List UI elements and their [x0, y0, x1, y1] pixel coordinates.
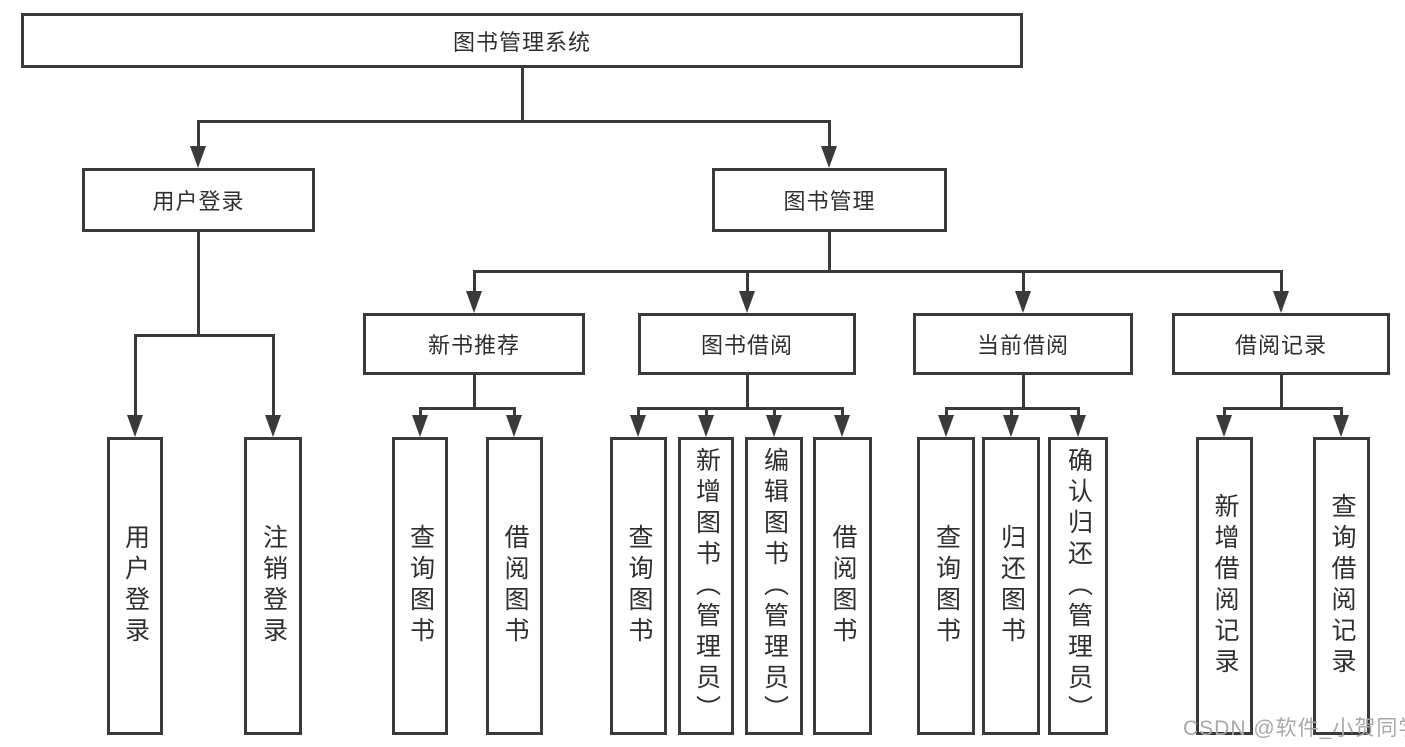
- leaf-newbooks-borrow-books: 借阅图书: [486, 437, 543, 735]
- watermark: CSDN @软件_小贺同学: [1183, 717, 1405, 740]
- arrowhead-down: [630, 415, 646, 437]
- arrowhead-down: [1273, 291, 1289, 313]
- arrowhead-down: [698, 415, 714, 437]
- leaf-borrow-add-books-admin-label: 新增图书（管理员）: [692, 446, 721, 726]
- leaf-borrow-add-books-admin: 新增图书（管理员）: [678, 437, 734, 735]
- leaf-records-query-borrow-record: 查询借阅记录: [1313, 437, 1370, 735]
- connector-line: [1223, 407, 1343, 410]
- leaf-user-login: 用户登录: [107, 437, 163, 735]
- connector-line: [473, 270, 476, 294]
- arrowhead-down: [834, 415, 850, 437]
- leaf-records-add-borrow-record: 新增借阅记录: [1196, 437, 1253, 735]
- connector-line: [134, 334, 137, 418]
- connector-line: [419, 407, 422, 419]
- connector-line: [1280, 373, 1283, 409]
- node-current-borrow: 当前借阅: [913, 313, 1133, 375]
- arrowhead-down: [739, 291, 755, 313]
- node-book-borrow: 图书借阅: [638, 313, 856, 375]
- connector-line: [1010, 407, 1013, 419]
- arrowhead-down: [127, 415, 143, 437]
- node-new-book-recommend: 新书推荐: [363, 313, 585, 375]
- arrowhead-down: [1003, 415, 1019, 437]
- arrowhead-down: [265, 415, 281, 437]
- node-user-login-label: 用户登录: [152, 189, 245, 214]
- leaf-borrow-query-books-label: 查询图书: [625, 524, 653, 648]
- connector-line: [1022, 373, 1025, 409]
- connector-line: [521, 66, 524, 122]
- arrowhead-down: [1070, 415, 1086, 437]
- connector-line: [637, 407, 640, 419]
- leaf-logout-login: 注销登录: [244, 437, 302, 735]
- connector-line: [1022, 270, 1025, 294]
- node-root-label: 图书管理系统: [452, 29, 591, 55]
- connector-line: [828, 120, 831, 148]
- connector-line: [419, 407, 516, 410]
- connector-line: [1340, 407, 1343, 419]
- leaf-current-query-books-label: 查询图书: [932, 524, 961, 648]
- node-book-management-label: 图书管理: [783, 189, 876, 214]
- leaf-newbooks-borrow-books-label: 借阅图书: [501, 524, 529, 648]
- node-book-management: 图书管理: [712, 168, 947, 232]
- arrowhead-down: [466, 291, 482, 313]
- connector-line: [773, 407, 776, 419]
- leaf-newbooks-query-books-label: 查询图书: [406, 524, 435, 648]
- connector-line: [1077, 407, 1080, 419]
- arrowhead-down: [821, 146, 837, 168]
- node-borrow-records-label: 借阅记录: [1234, 333, 1327, 358]
- leaf-user-login-label: 用户登录: [121, 524, 150, 648]
- arrowhead-down: [1015, 291, 1031, 313]
- connector-line: [197, 120, 200, 148]
- node-borrow-records: 借阅记录: [1172, 313, 1390, 375]
- connector-line: [705, 407, 708, 419]
- connector-line: [272, 334, 275, 418]
- connector-line: [746, 270, 749, 294]
- node-current-borrow-label: 当前借阅: [976, 333, 1069, 358]
- leaf-current-confirm-return-admin-label: 确认归还（管理员）: [1064, 446, 1093, 726]
- leaf-borrow-borrow-books-label: 借阅图书: [829, 524, 857, 648]
- connector-line: [473, 270, 1282, 273]
- leaf-newbooks-query-books: 查询图书: [392, 437, 448, 735]
- connector-line: [746, 373, 749, 409]
- connector-line: [945, 407, 948, 419]
- connector-line: [1280, 270, 1283, 294]
- leaf-records-query-borrow-record-label: 查询借阅记录: [1328, 493, 1356, 679]
- leaf-current-confirm-return-admin: 确认归还（管理员）: [1048, 437, 1108, 735]
- connector-line: [513, 407, 516, 419]
- node-book-borrow-label: 图书借阅: [700, 333, 793, 358]
- arrowhead-down: [938, 415, 954, 437]
- leaf-logout-login-label: 注销登录: [259, 524, 288, 648]
- leaf-current-return-books-label: 归还图书: [997, 524, 1026, 648]
- leaf-current-return-books: 归还图书: [982, 437, 1040, 735]
- arrowhead-down: [766, 415, 782, 437]
- connector-line: [197, 230, 200, 336]
- connector-line: [197, 120, 831, 123]
- leaf-borrow-edit-books-admin-label: 编辑图书（管理员）: [760, 446, 789, 726]
- leaf-borrow-borrow-books: 借阅图书: [813, 437, 872, 735]
- arrowhead-down: [506, 415, 522, 437]
- leaf-borrow-edit-books-admin: 编辑图书（管理员）: [745, 437, 803, 735]
- connector-line: [828, 230, 831, 272]
- node-new-book-recommend-label: 新书推荐: [427, 333, 520, 358]
- node-user-login: 用户登录: [82, 168, 315, 232]
- connector-line: [473, 373, 476, 409]
- connector-line: [841, 407, 844, 419]
- leaf-current-query-books: 查询图书: [917, 437, 975, 735]
- connector-line: [1223, 407, 1226, 419]
- arrowhead-down: [412, 415, 428, 437]
- connector-line: [637, 407, 844, 410]
- leaf-records-add-borrow-record-label: 新增借阅记录: [1211, 493, 1239, 679]
- arrowhead-down: [1216, 415, 1232, 437]
- arrowhead-down: [190, 146, 206, 168]
- arrowhead-down: [1333, 415, 1349, 437]
- leaf-borrow-query-books: 查询图书: [610, 437, 667, 735]
- connector-line: [134, 334, 275, 337]
- node-root: 图书管理系统: [21, 13, 1023, 68]
